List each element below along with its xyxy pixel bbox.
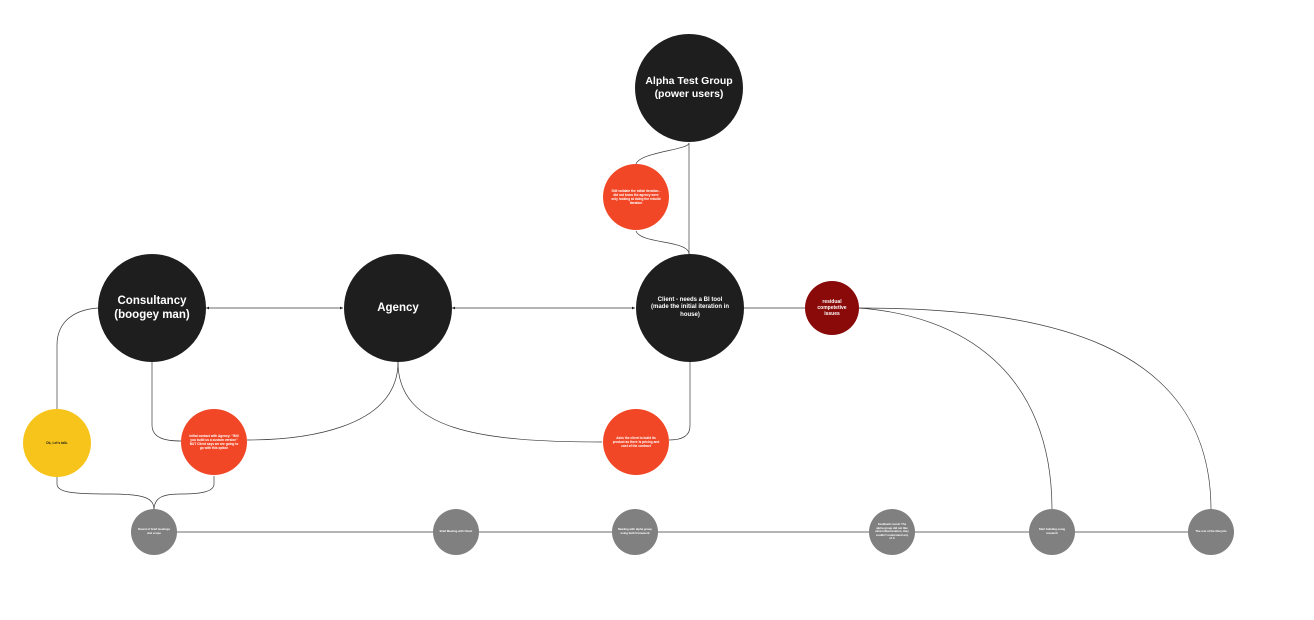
node-agency[interactable]: Agency — [344, 254, 452, 362]
timeline-node-2-label: Brief Meeting with Client — [439, 529, 473, 534]
timeline-node-3[interactable]: Meeting with alpha group using built fra… — [612, 509, 658, 555]
node-alpha-test-group[interactable]: Alpha Test Group (power users) — [635, 34, 743, 142]
timeline-node-4-label: Feedback round: The alpha group did not … — [875, 521, 909, 541]
note-alpha-label: Still validate the initial iteration - d… — [611, 188, 661, 206]
note-consultancy-label: Initial contact with Agency: "Will you b… — [189, 433, 239, 451]
note-client-label: Asks the client to build its product as … — [612, 435, 660, 449]
connector-consultancy-red — [151, 362, 182, 442]
connector-residual-timeline-6 — [857, 307, 1212, 511]
timeline-node-1-label: Round of brief meetings and scope — [137, 527, 171, 535]
timeline-node-5-label: Start building using research — [1038, 527, 1066, 535]
connector-client-red — [668, 362, 691, 441]
node-residual-label: residual competetive issues — [817, 298, 847, 318]
timeline-node-4[interactable]: Feedback round: The alpha group did not … — [869, 509, 915, 555]
node-alpha-label: Alpha Test Group (power users) — [645, 74, 733, 100]
node-agency-label: Agency — [377, 301, 419, 314]
node-residual-issues[interactable]: residual competetive issues — [805, 281, 859, 335]
connector-red-timeline — [153, 476, 215, 511]
connector-agency-red-client — [397, 361, 603, 443]
timeline-node-3-label: Meeting with alpha group using built fra… — [618, 527, 652, 535]
note-lets-talk-label: Ok, Let's talk. — [46, 440, 68, 445]
timeline-node-1[interactable]: Round of brief meetings and scope — [131, 509, 177, 555]
node-consultancy[interactable]: Consultancy (boogey man) — [98, 254, 206, 362]
timeline-node-6-label: The rest of the lifecycle — [1195, 529, 1227, 534]
node-consultancy-label: Consultancy (boogey man) — [114, 294, 190, 321]
connector-red-alpha — [635, 142, 690, 255]
node-client[interactable]: Client - needs a BI tool (made the initi… — [636, 254, 744, 362]
note-lets-talk[interactable]: Ok, Let's talk. — [23, 409, 91, 477]
timeline-node-6[interactable]: The rest of the lifecycle — [1188, 509, 1234, 555]
timeline-node-2[interactable]: Brief Meeting with Client — [433, 509, 479, 555]
connector-residual-timeline-5 — [857, 307, 1053, 511]
connector-agency-red-consultancy — [246, 361, 399, 441]
node-client-label: Client - needs a BI tool (made the initi… — [650, 296, 729, 318]
note-client-build[interactable]: Asks the client to build its product as … — [603, 409, 669, 475]
timeline-node-5[interactable]: Start building using research — [1029, 509, 1075, 555]
connector-consultancy-yellow — [56, 307, 99, 409]
note-consultancy-contact[interactable]: Initial contact with Agency: "Will you b… — [181, 409, 247, 475]
note-alpha-validate[interactable]: Still validate the initial iteration - d… — [603, 164, 669, 230]
connector-yellow-timeline — [56, 477, 155, 511]
